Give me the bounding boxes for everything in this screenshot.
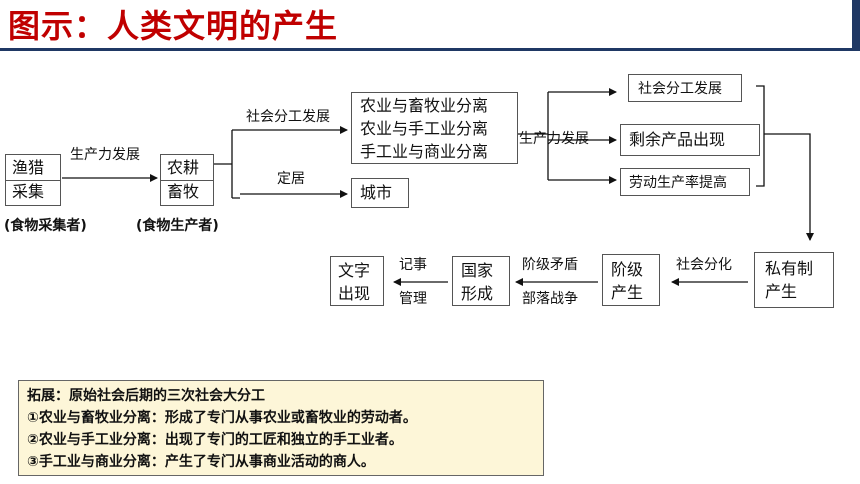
label-productivity-dev-2: 生产力发展 [519,131,589,147]
box-yulie-divider [6,180,60,181]
box-nonggeng-xumu: 农耕 畜牧 [160,154,214,206]
label-productivity-dev-1: 生产力发展 [70,147,140,163]
note-item-2: ②农业与手工业分离：出现了专门的工匠和独立的手工业者。 [27,432,403,448]
box-social-division: 社会分工发展 [628,74,742,102]
box-state-text-1: 国家 [461,261,494,280]
box-city: 城市 [351,178,409,208]
division-2-text: 农业与手工业分离 [360,119,489,138]
box-writing: 文字 出现 [330,256,384,306]
box-nonggeng-text: 农耕 [167,158,200,177]
bracket-farm-split [214,129,240,199]
label-food-gatherers: (食物采集者) [4,218,87,234]
box-surplus-text: 剩余产品出现 [629,130,726,149]
box-xumu-text: 畜牧 [167,182,200,201]
extension-note: 拓展：原始社会后期的三次社会大分工 ①农业与畜牧业分离：形成了专门从事农业或畜牧… [18,380,544,476]
box-three-divisions: 农业与畜牧业分离 农业与手工业分离 手工业与商业分离 [351,92,518,164]
box-writing-text-1: 文字 [338,261,371,280]
label-food-producers: (食物生产者) [136,218,219,234]
box-caiji-text: 采集 [12,182,45,201]
box-productivity-text: 劳动生产率提高 [629,175,727,191]
page-title: 图示：人类文明的产生 [8,7,339,45]
box-class: 阶级 产生 [602,254,660,306]
box-writing-text-2: 出现 [338,284,371,303]
note-heading: 拓展：原始社会后期的三次社会大分工 [27,388,265,404]
header: 图示：人类文明的产生 [0,0,860,51]
note-item-3: ③手工业与商业分离：产生了专门从事商业活动的商人。 [27,454,375,470]
box-state: 国家 形成 [452,256,510,306]
division-3-text: 手工业与商业分离 [360,142,489,161]
box-class-text-1: 阶级 [611,260,644,279]
box-surplus: 剩余产品出现 [620,124,760,156]
box-yulie-text: 渔猎 [12,158,45,177]
label-class-conflict: 阶级矛盾 [522,257,578,273]
header-accent-bar [852,0,860,48]
box-private-ownership: 私有制 产生 [754,252,834,308]
label-settle: 定居 [277,171,305,187]
label-tribal-war: 部落战争 [522,291,578,307]
box-class-text-2: 产生 [611,283,644,302]
note-item-1: ①农业与畜牧业分离：形成了专门从事农业或畜牧业的劳动者。 [27,410,417,426]
label-record: 记事 [399,257,427,273]
box-private-text-2: 产生 [765,282,798,301]
box-private-text-1: 私有制 [765,259,814,278]
box-state-text-2: 形成 [461,284,494,303]
label-management: 管理 [399,291,427,307]
box-productivity: 劳动生产率提高 [620,168,750,196]
label-social-division-dev: 社会分工发展 [246,109,330,125]
box-city-text: 城市 [360,183,393,202]
box-yulie-caiji: 渔猎 采集 [5,154,61,206]
bracket-merge [756,85,810,240]
box-nonggeng-divider [161,180,213,181]
header-divider [0,48,860,51]
label-social-differentiation: 社会分化 [676,257,732,273]
box-social-division-text: 社会分工发展 [638,81,722,97]
division-1-text: 农业与畜牧业分离 [360,96,489,115]
